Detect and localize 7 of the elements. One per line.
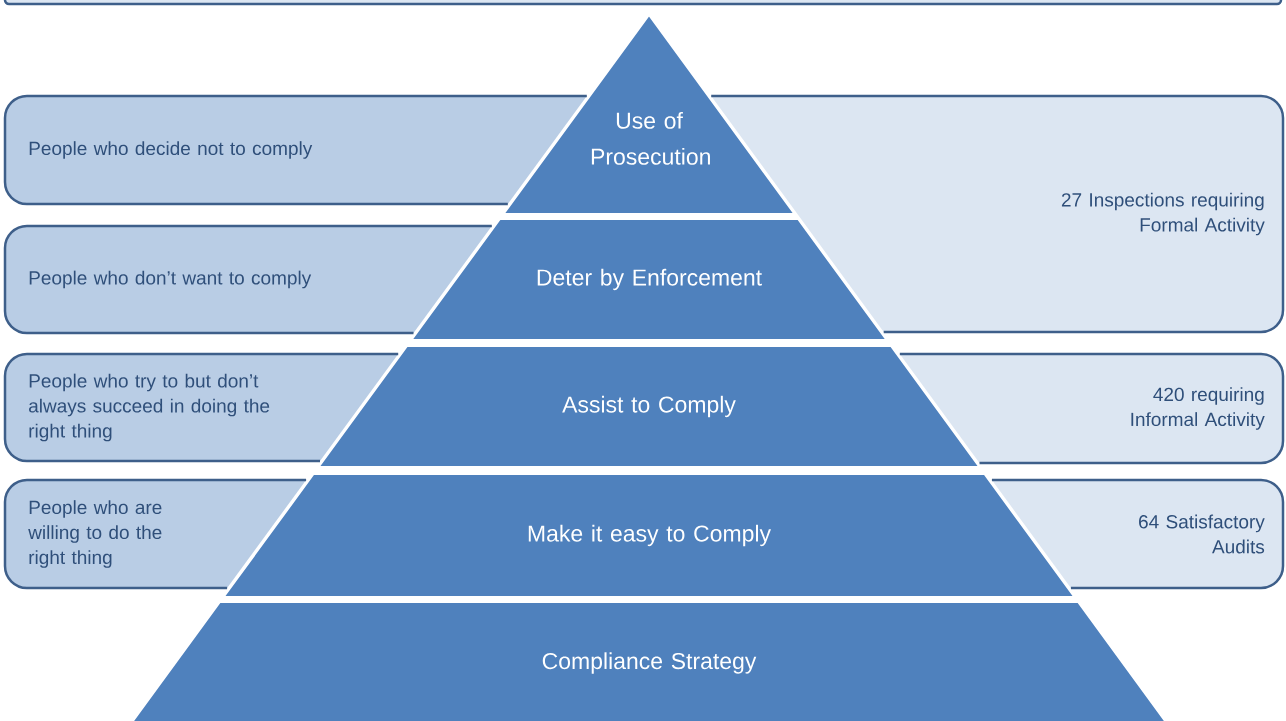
label-box: People who try to but don’t always succeed in doing the right thing — [3, 352, 399, 463]
label-box: People who don’t want to comply — [3, 224, 492, 335]
panel-box — [3, 0, 1283, 6]
label-box: People who are willing to do the right thing — [3, 478, 307, 590]
label-box: 64 Satisfactory Audits — [991, 478, 1285, 590]
label-box: People who decide not to comply — [3, 94, 587, 206]
label-box: 420 requiring Informal Activity — [899, 352, 1285, 465]
